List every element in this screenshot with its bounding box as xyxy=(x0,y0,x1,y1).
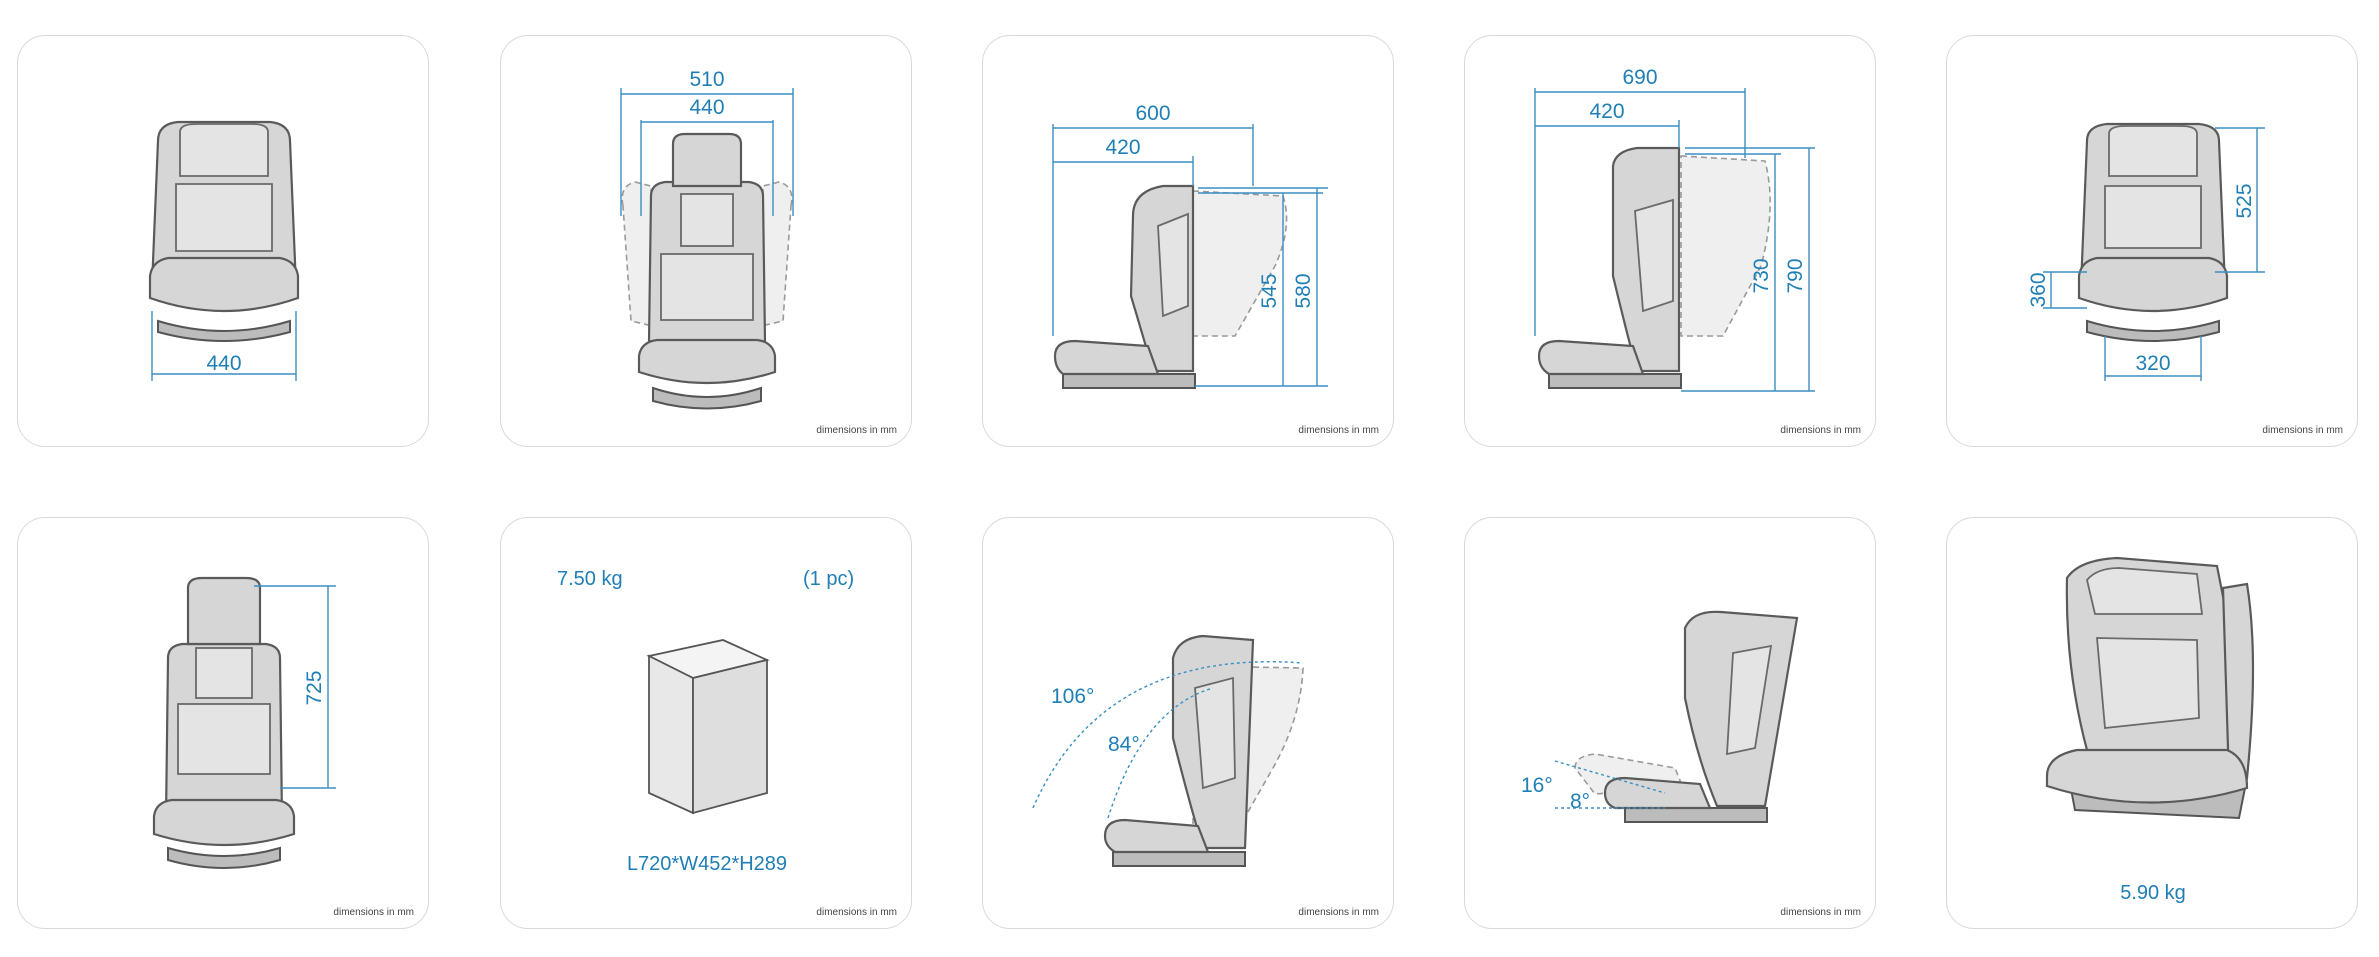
dim-height-1: 545 xyxy=(1258,273,1281,308)
dim-height-2: 580 xyxy=(1292,273,1315,308)
dimensions-note: dimensions in mm xyxy=(816,425,897,436)
dim-depth-inner: 420 xyxy=(1105,136,1140,159)
dimensions-note: dimensions in mm xyxy=(816,907,897,918)
seat-3d-illustration xyxy=(2045,556,2255,820)
dim-inner-width: 440 xyxy=(689,96,724,119)
package-quantity: (1 pc) xyxy=(803,568,855,590)
dim-outer-width: 510 xyxy=(689,68,724,91)
dimensions-note: dimensions in mm xyxy=(1298,907,1379,918)
card-side-extended: 690 420 730 790 dimensions in mm xyxy=(1464,35,1876,447)
dim-height-2: 790 xyxy=(1784,258,1807,293)
product-weight: 5.90 kg xyxy=(2120,882,2186,904)
angle-min: 8° xyxy=(1570,790,1590,813)
dim-depth-outer: 690 xyxy=(1622,66,1657,89)
dim-width: 440 xyxy=(206,352,241,375)
angle-max: 16° xyxy=(1521,774,1553,797)
card-front-width: 440 xyxy=(17,35,429,447)
card-front-wings: 510 440 dimensions in mm xyxy=(500,35,912,447)
seat-side-illustration: 600 420 545 580 xyxy=(1052,102,1328,389)
seat-front-illustration: 440 xyxy=(148,120,300,381)
package-weight: 7.50 kg xyxy=(557,568,623,590)
dim-depth-outer: 600 xyxy=(1135,102,1170,125)
dimensions-note: dimensions in mm xyxy=(1780,907,1861,918)
card-front-height: 725 dimensions in mm xyxy=(17,517,429,929)
dim-height: 725 xyxy=(303,670,326,705)
seat-front-dims-illustration: 525 360 320 xyxy=(2027,122,2265,381)
dimensions-note: dimensions in mm xyxy=(2262,425,2343,436)
card-seat-dims: 525 360 320 dimensions in mm xyxy=(1946,35,2358,447)
card-packaging: 7.50 kg (1 pc) L720*W452*H289 dimensions… xyxy=(500,517,912,929)
card-product-weight: 5.90 kg xyxy=(1946,517,2358,929)
dimensions-note: dimensions in mm xyxy=(1298,425,1379,436)
package-box-illustration xyxy=(646,639,770,815)
seat-height-illustration: 725 xyxy=(152,576,336,869)
dim-depth-inner: 420 xyxy=(1589,100,1624,123)
card-seat-tilt: 16° 8° dimensions in mm xyxy=(1464,517,1876,929)
dimensions-note: dimensions in mm xyxy=(1780,425,1861,436)
seat-recline-illustration: 106° 84° xyxy=(1032,634,1304,867)
dim-height-1: 730 xyxy=(1750,258,1773,293)
card-recline-angles: 106° 84° dimensions in mm xyxy=(982,517,1394,929)
seat-wings-illustration: 510 440 xyxy=(620,68,794,410)
dim-seat-width: 320 xyxy=(2135,352,2170,375)
angle-max: 106° xyxy=(1051,685,1094,708)
dimensions-note: dimensions in mm xyxy=(333,907,414,918)
angle-min: 84° xyxy=(1108,733,1140,756)
seat-extended-illustration: 690 420 730 790 xyxy=(1534,66,1815,392)
seat-tilt-illustration: 16° 8° xyxy=(1521,610,1799,823)
card-side-view: 600 420 545 580 dimensions in mm xyxy=(982,35,1394,447)
dim-backrest: 525 xyxy=(2233,183,2256,218)
dim-seat-height: 360 xyxy=(2027,272,2050,307)
package-size: L720*W452*H289 xyxy=(626,853,788,875)
